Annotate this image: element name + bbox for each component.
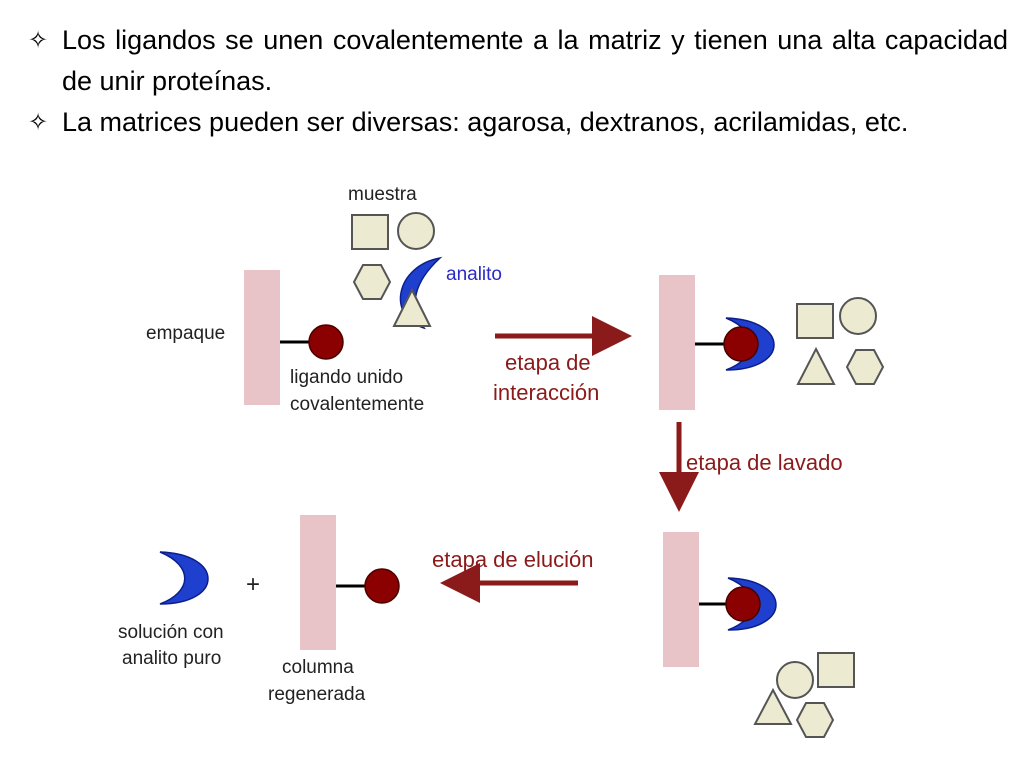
interaccion-label-line1: etapa de	[505, 350, 591, 375]
analito-label: analito	[446, 264, 502, 285]
square-molecule	[796, 303, 834, 339]
bullet-text: Los ligandos se unen covalentemente a la…	[62, 25, 1008, 96]
hexagon-molecule	[845, 349, 885, 385]
circle-molecule	[839, 297, 877, 335]
ligand-sphere	[364, 568, 400, 604]
columna-label-line1: columna	[282, 657, 354, 678]
lavado-label: etapa de lavado	[686, 450, 843, 475]
free-analyte-crescent-icon	[159, 551, 209, 605]
column-bound	[659, 275, 695, 410]
circle-molecule	[776, 661, 814, 699]
interaccion-label-line2: interacción	[493, 380, 599, 405]
circle-molecule	[397, 212, 435, 250]
packing-column	[244, 270, 280, 405]
ligand-sphere	[723, 326, 759, 362]
square-molecule	[351, 214, 389, 250]
hexagon-molecule	[352, 264, 392, 300]
solucion-label-line1: solución con	[118, 622, 224, 643]
empaque-label: empaque	[146, 323, 225, 344]
columna-label-line2: regenerada	[268, 684, 366, 705]
muestra-label: muestra	[348, 184, 417, 205]
ligando-label-line2: covalentemente	[290, 394, 424, 415]
star-bullet-icon: ✧	[28, 109, 49, 136]
square-molecule	[817, 652, 855, 688]
solucion-label-line2: analito puro	[122, 648, 221, 669]
ligand-sphere	[308, 324, 344, 360]
bullet-text: La matrices pueden ser diversas: agarosa…	[62, 107, 909, 137]
bullet-item: ✧ Los ligandos se unen covalentemente a …	[28, 20, 1008, 102]
triangle-molecule	[392, 287, 432, 327]
elucion-label: etapa de elución	[432, 547, 593, 572]
column-regenerated	[300, 515, 336, 650]
bullet-list: ✧ Los ligandos se unen covalentemente a …	[28, 20, 1008, 143]
ligand-sphere	[725, 586, 761, 622]
plus-sign: +	[246, 571, 260, 598]
bullet-item: ✧ La matrices pueden ser diversas: agaro…	[28, 102, 1008, 143]
triangle-molecule	[753, 687, 793, 725]
triangle-molecule	[796, 346, 836, 385]
ligando-label-line1: ligando unido	[290, 367, 403, 388]
column-washed	[663, 532, 699, 667]
star-bullet-icon: ✧	[28, 27, 49, 54]
hexagon-molecule	[795, 702, 835, 738]
